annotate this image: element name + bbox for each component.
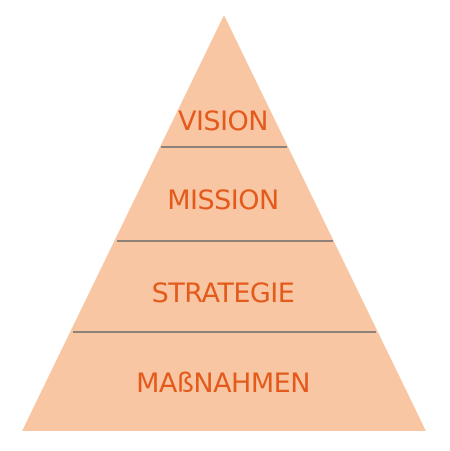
level-label-mission: MISSION bbox=[167, 185, 278, 216]
pyramid-shape bbox=[22, 15, 426, 431]
level-label-vision: VISION bbox=[178, 106, 268, 137]
level-label-strategie: STRATEGIE bbox=[152, 278, 295, 309]
level-label-massnahmen: MAßNAHMEN bbox=[136, 368, 310, 399]
